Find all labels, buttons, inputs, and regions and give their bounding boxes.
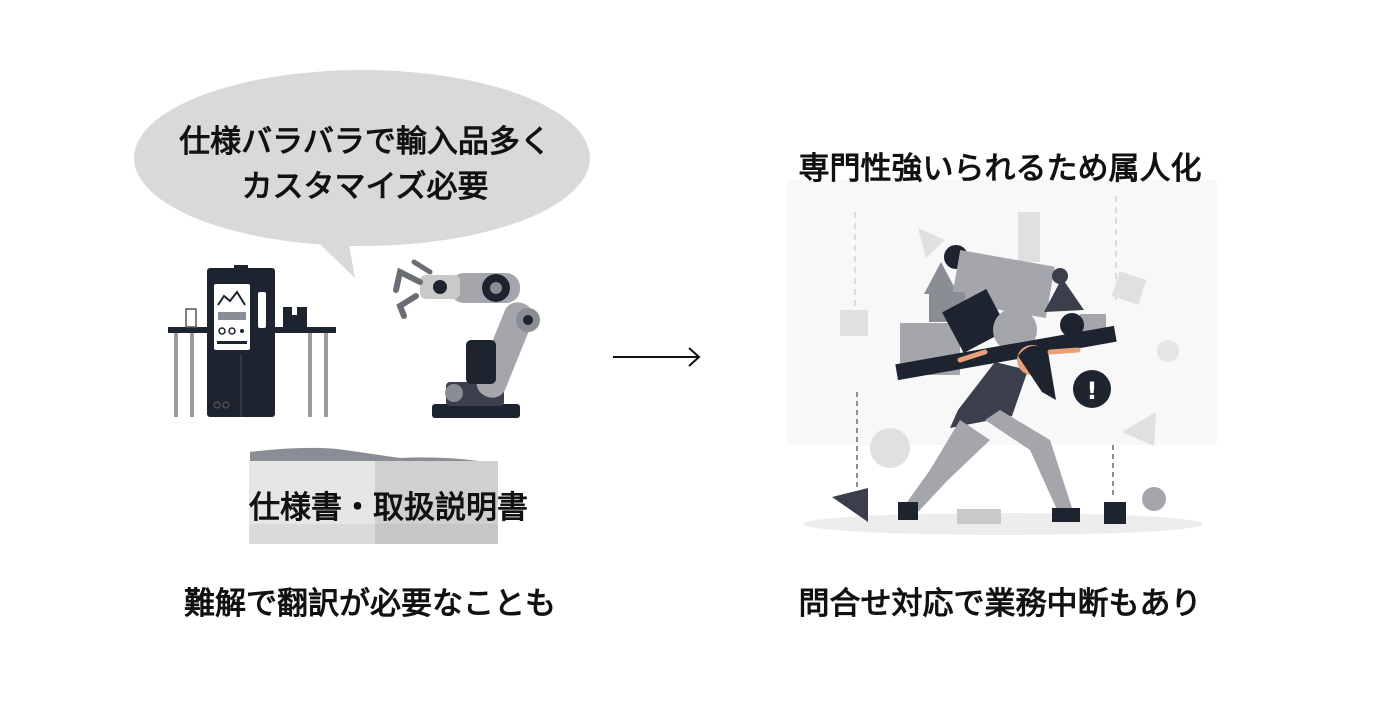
right-arrow-icon xyxy=(613,347,701,367)
right-title: 専門性強いられるため属人化 xyxy=(798,151,1202,187)
right-caption: 問合せ対応で業務中断もあり xyxy=(798,586,1202,622)
bubble-line-1: 仕様バラバラで輸入品多く xyxy=(179,124,551,160)
speech-bubble xyxy=(134,70,590,278)
documents-label: 仕様書・取扱説明書 xyxy=(249,490,528,526)
industrial-machine-icon xyxy=(168,265,336,417)
overloaded-person-illustration: ! xyxy=(787,180,1217,535)
document-stack xyxy=(249,447,498,544)
alert-icon: ! xyxy=(1087,377,1098,405)
left-caption: 難解で翻訳が必要なことも xyxy=(184,586,556,622)
bubble-line-2: カスタマイズ必要 xyxy=(241,169,489,205)
speech-bubble-text: 仕様バラバラで輸入品多く カスタマイズ必要 xyxy=(150,120,580,210)
robot-arm-icon xyxy=(393,259,540,418)
